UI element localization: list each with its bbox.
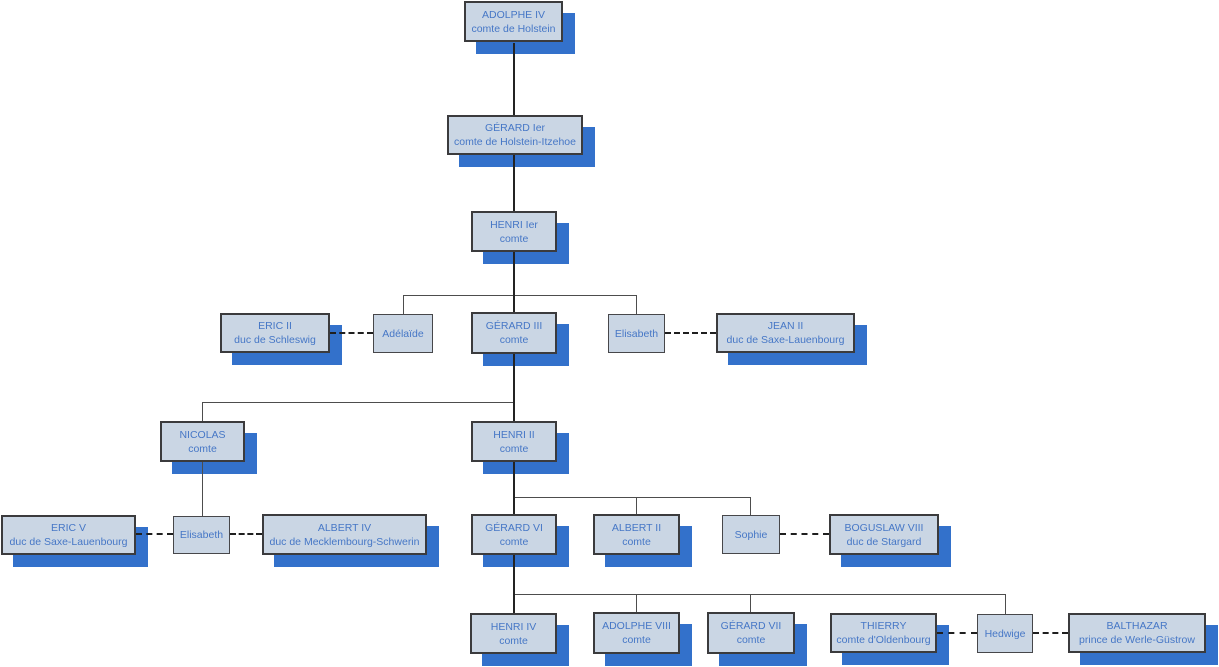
connector-line-vertical [635, 594, 637, 612]
person-title: comte [499, 442, 529, 455]
person-name: HENRI II [493, 428, 535, 441]
node-gerard-ier[interactable]: GÉRARD Ier comte de Holstein-Itzehoe [447, 115, 583, 155]
person-title: comte [499, 334, 529, 346]
connector-line-vertical [635, 295, 637, 314]
person-name: GÉRARD VI [485, 521, 543, 534]
connector-line-vertical [402, 295, 404, 314]
person-name: GÉRARD Ier [484, 122, 546, 134]
person-title: comte de Holstein [471, 22, 556, 35]
person-name: THIERRY [860, 620, 907, 632]
connector-line-vertical [749, 594, 751, 612]
person-title: duc de Stargard [846, 535, 922, 548]
person-title: comte d'Oldenbourg [836, 634, 931, 646]
person-name: ALBERT IV [317, 521, 372, 534]
person-name: ERIC V [50, 522, 86, 534]
person-name: ADOLPHE VIII [602, 620, 671, 632]
person-title: duc de Saxe-Lauenbourg [9, 536, 128, 548]
connector-line-horizontal [403, 294, 637, 296]
node-elisabeth-1[interactable]: Elisabeth [608, 314, 665, 353]
connector-line-vertical [513, 497, 515, 514]
marriage-dashed-line [230, 533, 262, 535]
person-title: comte [499, 535, 529, 548]
person-name: ALBERT II [611, 521, 662, 534]
connector-line-vertical [513, 402, 515, 421]
person-name: GÉRARD III [485, 320, 543, 332]
person-name: NICOLAS [179, 428, 226, 441]
marriage-dashed-line [330, 332, 373, 334]
marriage-dashed-line [780, 533, 829, 535]
node-hedwige[interactable]: Hedwige [977, 614, 1033, 653]
person-title: comte [499, 634, 528, 647]
person-title: comte [499, 232, 529, 245]
person-name: Hedwige [984, 627, 1026, 640]
person-name: ADOLPHE IV [481, 8, 546, 21]
connector-line-vertical [513, 354, 515, 402]
node-thierry[interactable]: THIERRY comte d'Oldenbourg [830, 613, 937, 653]
person-name: Sophie [734, 528, 768, 541]
person-name: JEAN II [767, 320, 804, 332]
marriage-dashed-line [1033, 632, 1068, 634]
node-adolphe-viii[interactable]: ADOLPHE VIII comte [593, 612, 680, 654]
person-name: HENRI Ier [490, 218, 538, 231]
node-gerard-iii[interactable]: GÉRARD III comte [471, 312, 557, 354]
person-name: BALTHAZAR [1106, 620, 1168, 632]
node-eric-ii[interactable]: ERIC II duc de Schleswig [220, 313, 330, 353]
connector-line-vertical [513, 43, 515, 115]
connector-line-vertical [635, 497, 637, 514]
person-name: Elisabeth [614, 327, 659, 340]
person-title: comte de Holstein-Itzehoe [454, 136, 576, 148]
person-title: comte [622, 634, 651, 646]
node-eric-v[interactable]: ERIC V duc de Saxe-Lauenbourg [1, 515, 136, 555]
connector-line-vertical [1004, 594, 1006, 614]
person-name: BOGUSLAW VIII [844, 521, 924, 534]
connector-line-vertical [513, 252, 515, 295]
person-title: comte [622, 535, 651, 548]
connector-line-vertical [513, 594, 515, 613]
connector-line-vertical [749, 497, 751, 515]
connector-line-vertical [513, 155, 515, 211]
connector-line-horizontal [514, 593, 1005, 595]
person-name: Elisabeth [179, 529, 224, 541]
connector-line-vertical [513, 295, 515, 312]
connector-line-vertical [201, 402, 203, 421]
person-title: comte [736, 634, 766, 646]
node-gerard-vii[interactable]: GÉRARD VII comte [707, 612, 795, 654]
person-name: Adélaïde [382, 327, 424, 340]
person-name: ERIC II [258, 320, 292, 332]
person-title: duc de Schleswig [234, 334, 316, 346]
connector-line-horizontal [202, 401, 514, 403]
node-balthazar[interactable]: BALTHAZAR prince de Werle-Güstrow [1068, 613, 1206, 653]
person-name: GÉRARD VII [720, 620, 782, 632]
marriage-dashed-line [136, 533, 173, 535]
person-title: prince de Werle-Güstrow [1079, 634, 1195, 646]
person-title: duc de Saxe-Lauenbourg [726, 334, 845, 346]
connector-line-horizontal [514, 496, 750, 498]
node-elisabeth-2[interactable]: Elisabeth [173, 516, 230, 554]
connector-line-vertical [513, 462, 515, 497]
connector-line-vertical [201, 462, 203, 516]
person-name: HENRI IV [490, 620, 537, 633]
marriage-dashed-line [937, 632, 977, 634]
person-title: comte [188, 442, 217, 455]
node-sophie[interactable]: Sophie [722, 515, 780, 554]
connector-line-vertical [513, 555, 515, 594]
person-title: duc de Mecklembourg-Schwerin [269, 535, 420, 548]
node-jean-ii[interactable]: JEAN II duc de Saxe-Lauenbourg [716, 313, 855, 353]
node-adelaide[interactable]: Adélaïde [373, 314, 433, 353]
marriage-dashed-line [665, 332, 716, 334]
